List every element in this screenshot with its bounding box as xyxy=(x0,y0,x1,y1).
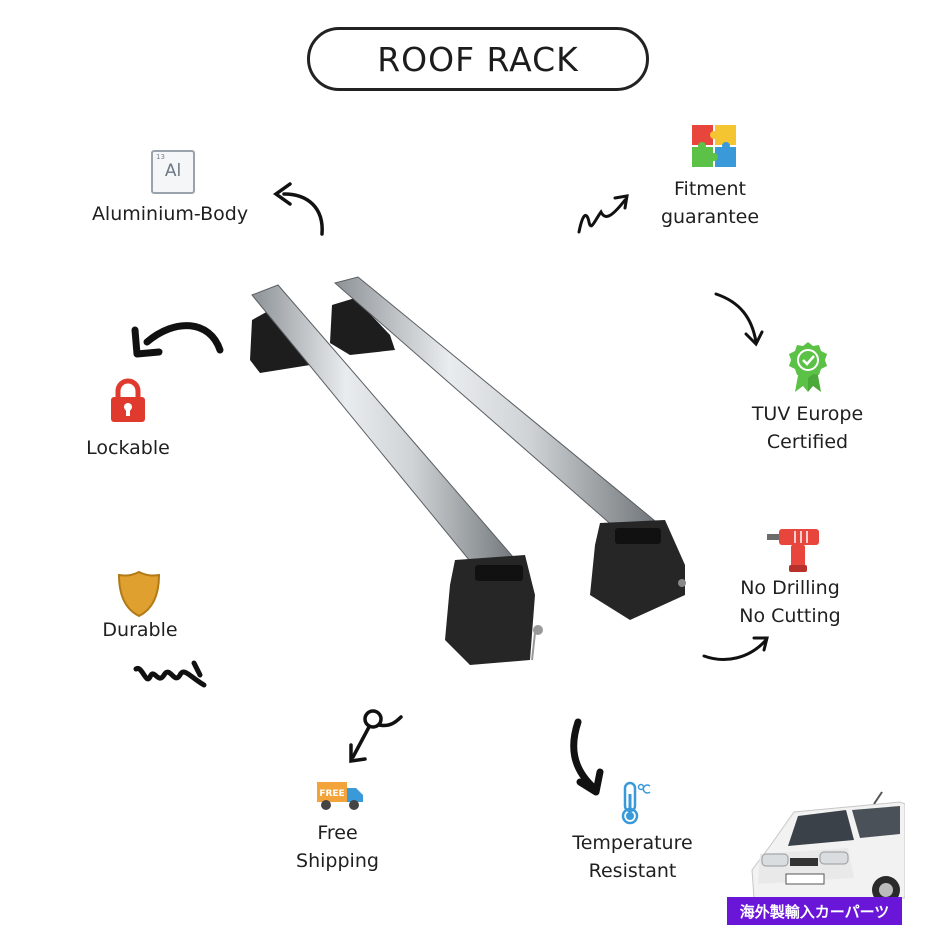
arrow-lockable xyxy=(131,322,224,358)
title-pill: ROOF RACK xyxy=(307,27,649,91)
certified-badge-icon xyxy=(789,342,827,392)
feature-drilling-label: No Drilling No Cutting xyxy=(715,574,865,630)
feature-fitment-label: Fitment guarantee xyxy=(640,175,780,231)
feature-shipping-label: Free Shipping xyxy=(270,819,405,875)
page-title: ROOF RACK xyxy=(377,39,579,79)
fitment-line1: Fitment xyxy=(674,178,746,200)
drilling-line2: No Cutting xyxy=(739,605,841,627)
lock-icon xyxy=(111,378,145,422)
drilling-line1: No Drilling xyxy=(740,577,840,599)
shipping-line1: Free xyxy=(317,822,358,844)
aluminium-element-icon: 13 Al xyxy=(151,150,195,194)
tuv-line1: TUV Europe xyxy=(751,403,864,425)
roof-rack-product-image xyxy=(250,276,686,665)
shipping-line2: Shipping xyxy=(296,850,379,872)
feature-tuv-label: TUV Europe Certified xyxy=(720,400,895,456)
feature-temperature-label: Temperature Resistant xyxy=(550,829,715,885)
arrow-shipping xyxy=(349,709,403,764)
arrow-drilling xyxy=(702,636,769,661)
temperature-line2: Resistant xyxy=(588,860,677,882)
arrow-tuv xyxy=(714,292,764,347)
thermometer-icon xyxy=(621,781,651,825)
arrow-aluminium xyxy=(272,182,324,236)
element-symbol: Al xyxy=(164,161,182,181)
arrow-temperature xyxy=(570,718,604,796)
drill-icon xyxy=(767,529,819,572)
temperature-line1: Temperature xyxy=(572,832,693,854)
shield-icon xyxy=(117,570,161,618)
fitment-line2: guarantee xyxy=(660,206,760,228)
car-thumbnail xyxy=(751,791,905,900)
delivery-truck-icon: FREE xyxy=(317,782,363,810)
feature-lockable-label: Lockable xyxy=(86,437,170,459)
rack-foot-front-right xyxy=(590,520,685,620)
puzzle-icon xyxy=(692,125,736,167)
truck-free-text: FREE xyxy=(319,789,344,799)
rack-foot-front-left xyxy=(445,555,535,665)
arrow-durable xyxy=(133,660,207,688)
feature-durable-label: Durable xyxy=(102,619,178,641)
arrow-fitment xyxy=(577,194,629,234)
rack-bar-left xyxy=(251,284,521,584)
feature-aluminium-label: Aluminium-Body xyxy=(91,203,249,225)
tuv-line2: Certified xyxy=(766,431,849,453)
import-parts-badge: 海外製輸入カーパーツ xyxy=(727,897,902,925)
element-number: 13 xyxy=(156,153,165,161)
